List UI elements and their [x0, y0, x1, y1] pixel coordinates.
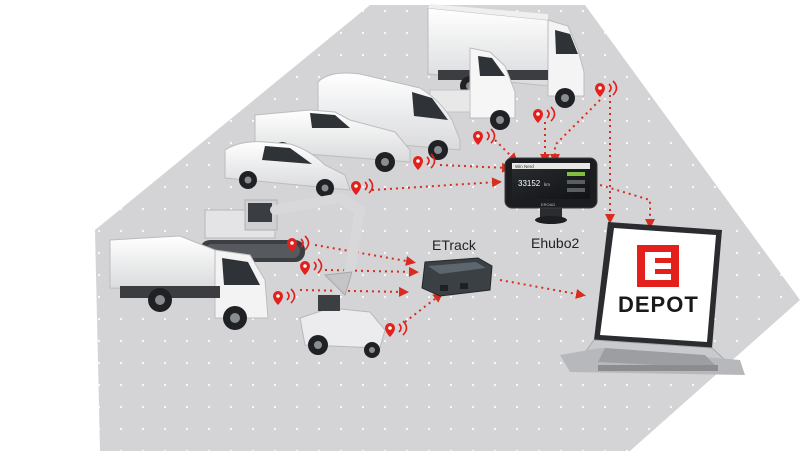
etrack-device — [422, 258, 492, 296]
odometer-reading: 33152 — [518, 179, 541, 188]
depot-label: DEPOT — [618, 292, 699, 317]
ehubo2-label: Ehubo2 — [531, 235, 579, 251]
eroad-logo-icon — [637, 245, 679, 287]
device-brand: EROAD — [541, 202, 555, 207]
odometer-unit: km — [544, 182, 550, 187]
device-header: Win Nerd — [515, 164, 534, 169]
etrack-label: ETrack — [432, 237, 477, 253]
